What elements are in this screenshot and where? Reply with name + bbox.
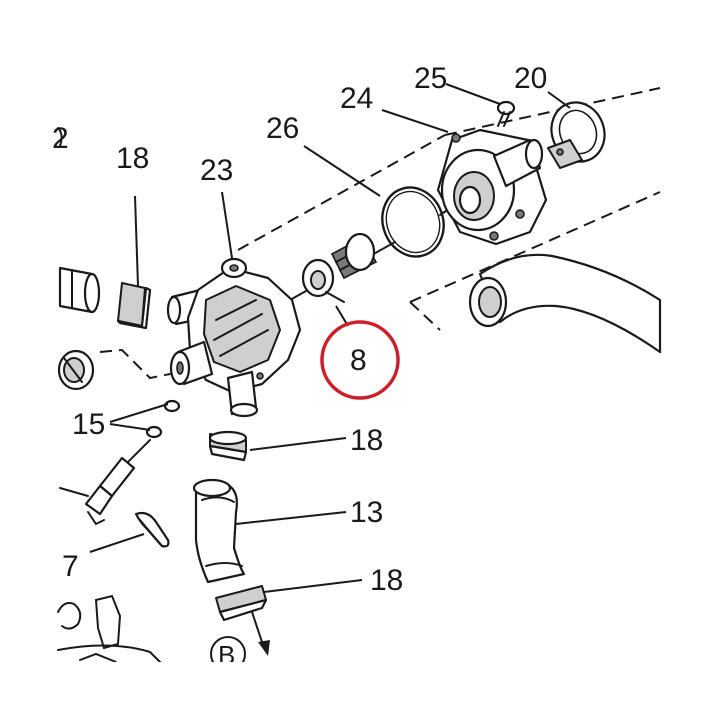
label-8: 8 xyxy=(350,344,367,377)
part-20-clamp xyxy=(547,101,606,169)
part-18-clamp-mid xyxy=(208,430,248,462)
part-13-hose xyxy=(192,478,246,584)
part-15-o-rings xyxy=(145,399,181,439)
assembly-axis-lines xyxy=(99,87,661,380)
part-labels: 2 18 23 26 24 25 20 8 15 18 13 18 7 B xyxy=(52,62,547,672)
part-18-clamp-bottom xyxy=(215,585,268,622)
part-hose-stub-left xyxy=(58,266,101,314)
label-18-bottom: 18 xyxy=(370,564,403,597)
part-7-clip xyxy=(134,511,170,548)
part-23-thermostat-housing xyxy=(166,257,302,418)
part-24-housing-cover xyxy=(436,128,548,246)
label-26: 26 xyxy=(266,112,299,145)
part-2-fragment xyxy=(57,127,63,147)
label-2: 2 xyxy=(52,122,69,155)
label-20: 20 xyxy=(514,62,547,95)
leader-lines xyxy=(89,83,571,593)
part-18-clamp-top xyxy=(116,282,152,330)
part-temperature-sensor xyxy=(59,439,151,526)
flow-arrow-to-B xyxy=(251,611,270,656)
label-13: 13 xyxy=(350,496,383,529)
part-cap-left xyxy=(57,349,95,391)
part-26-o-ring xyxy=(381,186,445,258)
engine-block-fragment xyxy=(57,594,161,663)
label-18-mid: 18 xyxy=(350,424,383,457)
label-15: 15 xyxy=(72,408,105,441)
part-25-bolt xyxy=(496,100,516,127)
label-25: 25 xyxy=(414,62,447,95)
part-8-thermostat xyxy=(301,232,378,303)
part-coolant-pipe xyxy=(468,253,662,354)
label-18-top: 18 xyxy=(116,142,149,175)
label-23: 23 xyxy=(200,154,233,187)
highlight-circle xyxy=(320,320,400,400)
label-24: 24 xyxy=(340,82,373,115)
label-7: 7 xyxy=(62,550,79,583)
bottom-crop-mask xyxy=(0,662,720,720)
